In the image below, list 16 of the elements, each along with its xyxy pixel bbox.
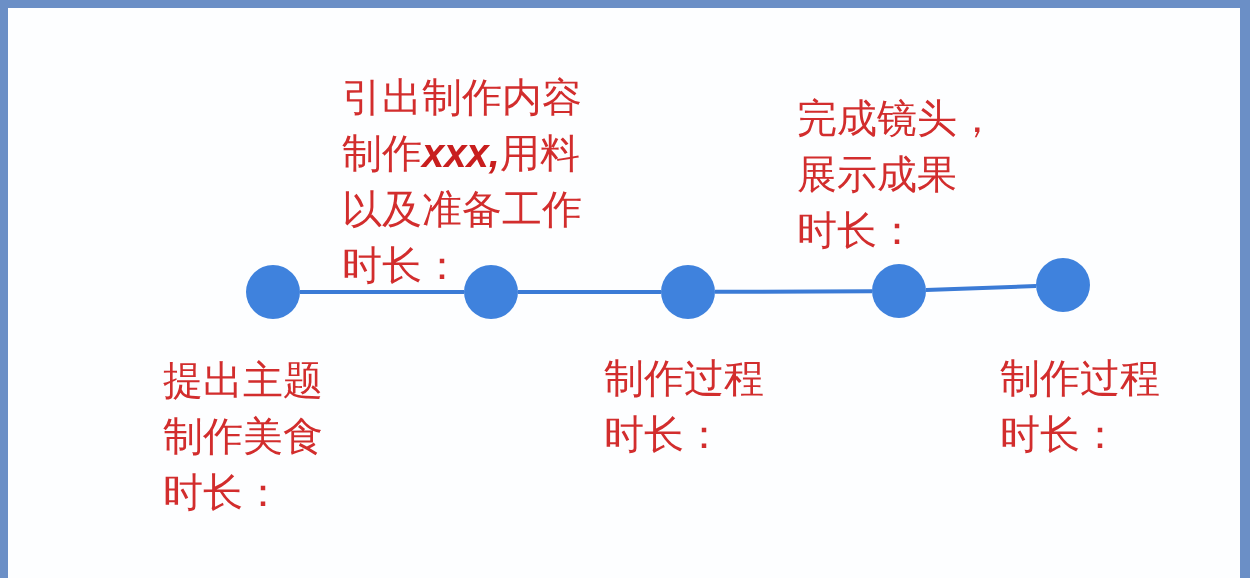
step-caption: 完成镜头，展示成果	[797, 95, 998, 198]
step-caption: 引出制作内容	[342, 74, 582, 121]
connector-line	[715, 289, 872, 294]
step-caption: 制作xxx,用料以及准备工作	[342, 130, 583, 233]
step-caption: 制作美食	[163, 413, 323, 460]
step-caption: 制作过程	[604, 355, 764, 402]
connector-line	[518, 290, 661, 294]
step-caption: 时长：	[604, 411, 724, 458]
step-caption: 提出主题	[163, 357, 323, 404]
connector-line	[300, 290, 464, 294]
step-caption: 时长：	[1000, 411, 1120, 458]
step-caption: 制作过程	[1000, 355, 1160, 402]
step-caption: 时长：	[163, 469, 283, 516]
connector-line	[925, 284, 1037, 292]
step-caption: 时长：	[342, 242, 462, 289]
step-caption: 时长：	[797, 207, 917, 254]
